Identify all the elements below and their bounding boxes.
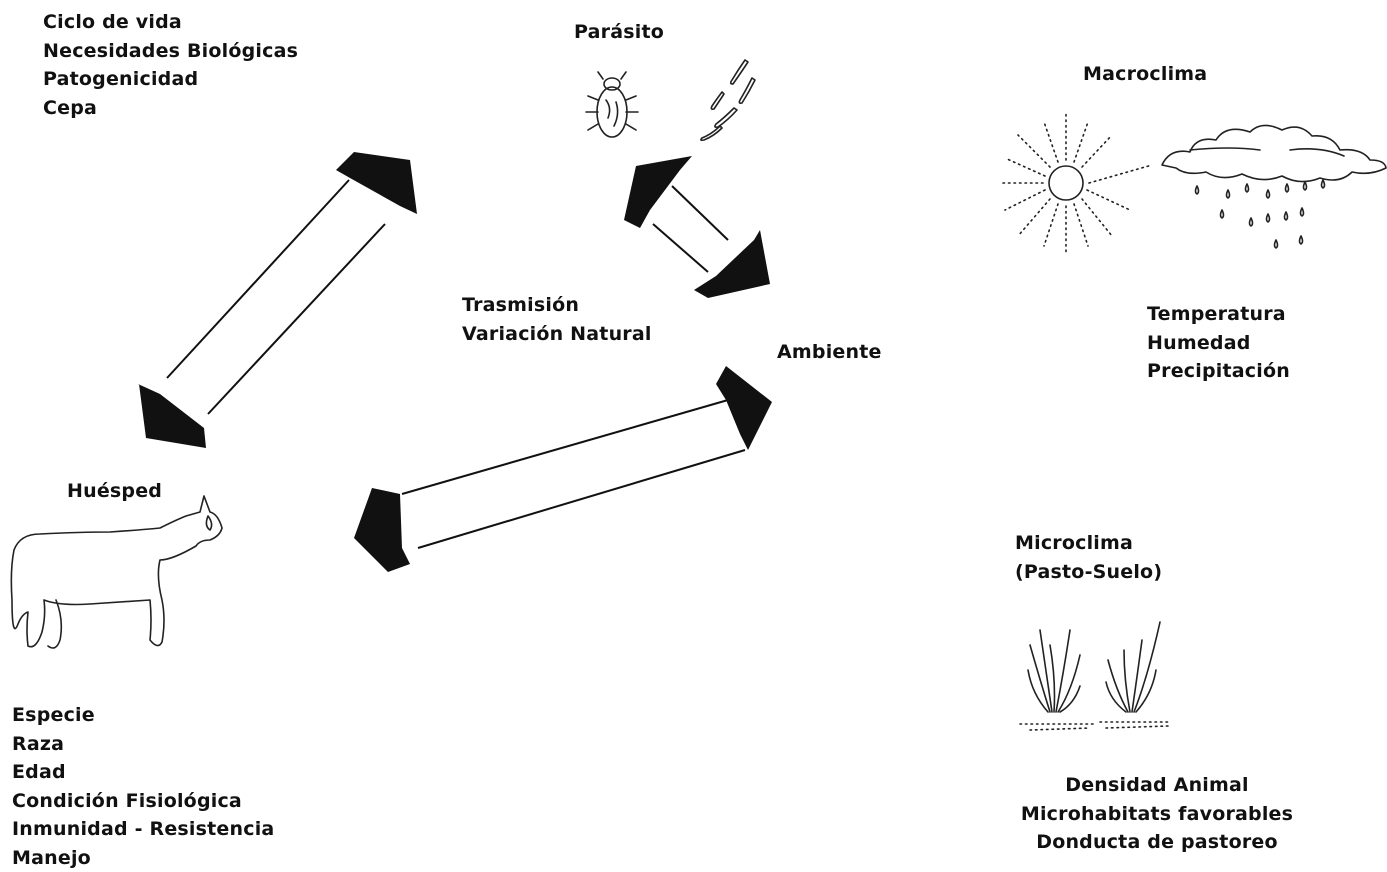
- center-labels: Trasmisión Variación Natural: [462, 291, 652, 348]
- host-traits: Especie Raza Edad Condición Fisiológica …: [12, 701, 274, 872]
- sheep-icon: [11, 496, 222, 648]
- microclimate-factor: Densidad Animal: [1007, 771, 1307, 800]
- microclimate-factor: Donducta de pastoreo: [1007, 828, 1307, 857]
- host-trait: Inmunidad - Resistencia: [12, 815, 274, 844]
- macroclimate-label: Macroclima: [1083, 60, 1207, 89]
- macroclimate-factor: Temperatura: [1147, 300, 1290, 329]
- parasite-trait: Cepa: [43, 94, 298, 123]
- parasite-trait: Ciclo de vida: [43, 8, 298, 37]
- tick-icon: [586, 72, 638, 137]
- sun-icon: [1000, 112, 1152, 252]
- host-trait: Edad: [12, 758, 274, 787]
- microclimate-sublabel: (Pasto-Suelo): [1015, 558, 1162, 587]
- parasite-trait: Necesidades Biológicas: [43, 37, 298, 66]
- host-trait: Especie: [12, 701, 274, 730]
- parasite-traits: Ciclo de vida Necesidades Biológicas Pat…: [43, 8, 298, 122]
- microclimate-factor: Microhabitats favorables: [1007, 800, 1307, 829]
- arrow-host-environment: [354, 366, 772, 572]
- parasite-trait: Patogenicidad: [43, 65, 298, 94]
- host-trait: Condición Fisiológica: [12, 787, 274, 816]
- host-label: Huésped: [67, 477, 162, 506]
- rain-cloud-icon: [1162, 125, 1386, 248]
- environment-label: Ambiente: [777, 338, 882, 367]
- arrow-parasite-host: [138, 152, 417, 448]
- parasite-label: Parásito: [574, 18, 664, 47]
- host-trait: Raza: [12, 730, 274, 759]
- center-line: Trasmisión: [462, 291, 652, 320]
- microclimate-label: Microclima: [1015, 529, 1162, 558]
- grass-icon: [1020, 622, 1170, 730]
- center-line: Variación Natural: [462, 320, 652, 349]
- microclimate-factors: Densidad Animal Microhabitats favorables…: [1007, 771, 1307, 857]
- macroclimate-factor: Humedad: [1147, 329, 1290, 358]
- macroclimate-factors: Temperatura Humedad Precipitación: [1147, 300, 1290, 386]
- arrow-parasite-environment: [624, 156, 770, 298]
- macroclimate-factor: Precipitación: [1147, 357, 1290, 386]
- microclimate-labels: Microclima (Pasto-Suelo): [1015, 529, 1162, 586]
- larvae-icon: [701, 60, 755, 140]
